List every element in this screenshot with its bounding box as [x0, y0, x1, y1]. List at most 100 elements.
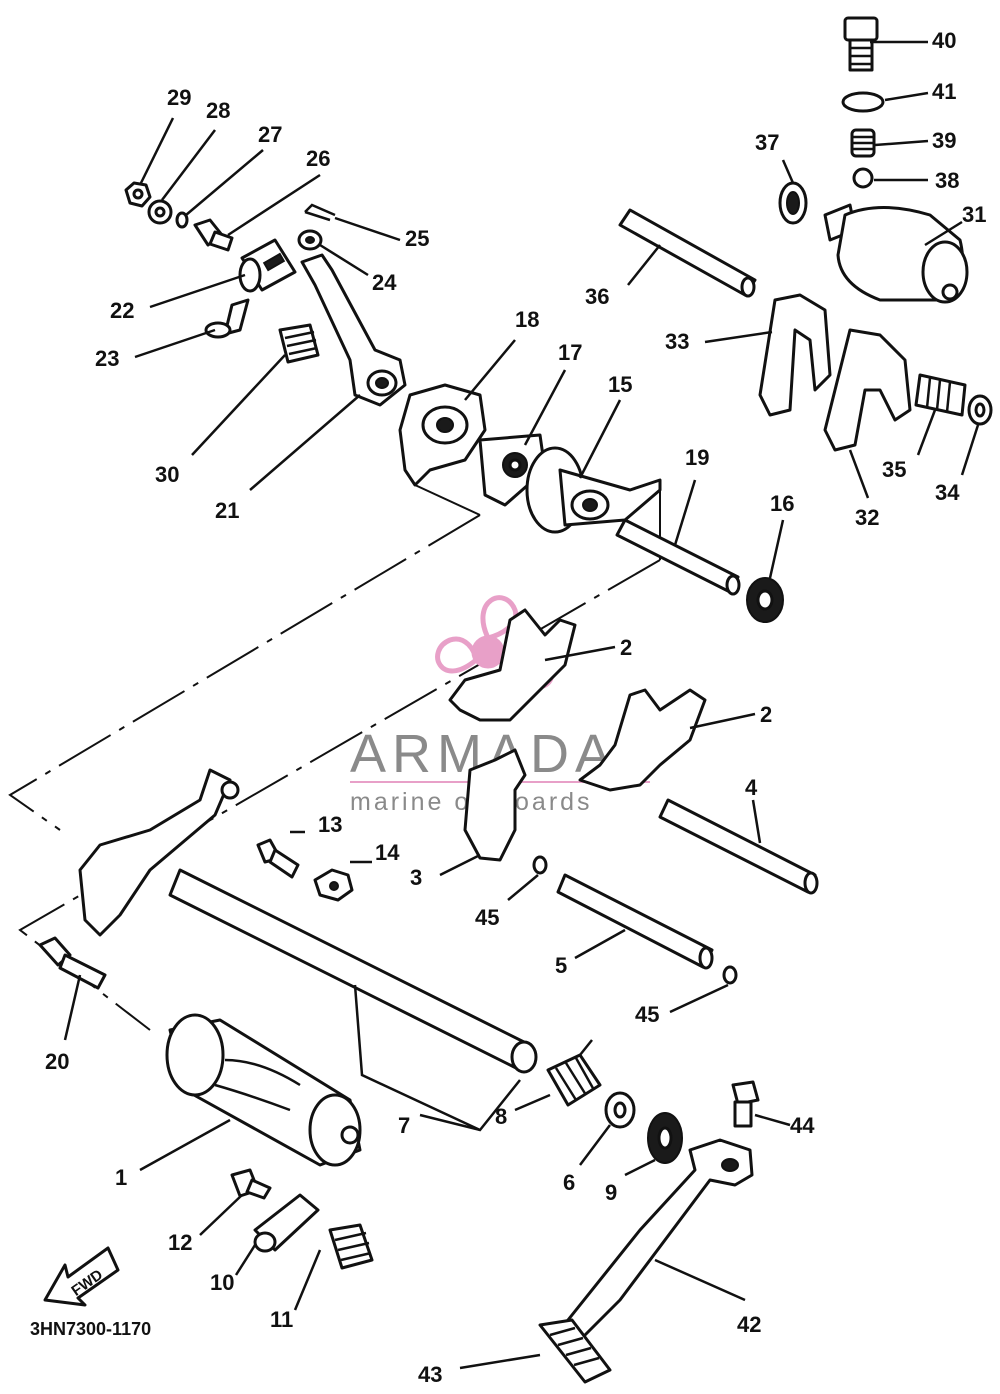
callout-24: 24 — [372, 270, 397, 295]
callout-20: 20 — [45, 1049, 69, 1074]
callout-28: 28 — [206, 98, 230, 123]
part-12-bolt — [230, 1168, 272, 1200]
part-4-shaft — [658, 798, 819, 895]
part-23-pin — [204, 298, 250, 339]
part-44-bolt — [731, 1080, 760, 1128]
callout-7: 7 — [398, 1113, 410, 1138]
callout-labels: 40 41 39 38 37 31 36 33 32 35 34 29 28 2… — [30, 28, 986, 1387]
part-35-spring — [914, 373, 967, 417]
callout-21: 21 — [215, 498, 239, 523]
part-42-shift-pedal — [558, 1138, 754, 1342]
part-27-ring — [175, 211, 189, 229]
part-45-circlip-lower — [722, 965, 738, 985]
callout-13: 13 — [318, 812, 342, 837]
callout-14: 14 — [375, 840, 400, 865]
part-8-spring — [546, 1039, 602, 1107]
part-19-shaft — [615, 518, 741, 596]
part-29-nut — [124, 181, 152, 208]
part-16-washer — [746, 577, 784, 623]
part-31-segment — [823, 203, 969, 304]
callout-17: 17 — [558, 340, 582, 365]
part-37-seal — [778, 181, 808, 225]
callout-31: 31 — [962, 202, 986, 227]
part-3-shift-fork — [463, 748, 527, 862]
callout-16: 16 — [770, 491, 794, 516]
callout-34: 34 — [935, 480, 960, 505]
callout-22: 22 — [110, 298, 134, 323]
part-2-shift-fork-upper — [448, 608, 577, 722]
callout-26: 26 — [306, 146, 330, 171]
callout-3: 3 — [410, 865, 422, 890]
part-28-washer — [147, 199, 173, 225]
callout-32: 32 — [855, 505, 879, 530]
part-39-spring — [850, 128, 876, 158]
callout-10: 10 — [210, 1270, 234, 1295]
callout-39: 39 — [932, 128, 956, 153]
callout-40: 40 — [932, 28, 956, 53]
callout-6: 6 — [563, 1170, 575, 1195]
callout-1: 1 — [115, 1165, 127, 1190]
part-1-shift-drum — [165, 1013, 362, 1167]
part-10-stopper-lever — [253, 1193, 320, 1253]
part-32-shift-fork — [823, 328, 912, 452]
callout-19: 19 — [685, 445, 709, 470]
part-24-washer — [297, 229, 323, 251]
parts: FWD — [38, 16, 993, 1384]
part-15-shift-guide — [525, 446, 662, 534]
part-38-ball — [852, 167, 874, 189]
assembly-guide-lines — [8, 484, 661, 1031]
part-21-shift-lever — [300, 253, 407, 407]
part-2-shift-fork-lower — [578, 688, 707, 792]
leader-lines — [63, 40, 980, 1370]
callout-30: 30 — [155, 462, 179, 487]
callout-35: 35 — [882, 457, 906, 482]
part-30-spring — [278, 323, 320, 364]
part-43-pedal-rubber — [538, 1318, 612, 1384]
callout-41: 41 — [932, 79, 956, 104]
callout-9: 9 — [605, 1180, 617, 1205]
part-7-shift-shaft — [78, 768, 538, 1074]
part-14-stopper — [313, 868, 354, 902]
fwd-arrow-icon: FWD — [43, 1246, 120, 1307]
callout-18: 18 — [515, 307, 539, 332]
part-6-washer — [604, 1091, 636, 1129]
part-41-washer — [841, 91, 885, 113]
callout-36: 36 — [585, 284, 609, 309]
part-40-bolt — [843, 16, 879, 72]
callout-11: 11 — [270, 1307, 293, 1332]
part-34-washer — [967, 394, 993, 426]
part-18-stopper-plate — [398, 383, 487, 487]
part-45-circlip-upper — [532, 855, 548, 875]
part-33-shift-fork — [758, 293, 832, 417]
callout-45-lower: 45 — [635, 1002, 659, 1027]
callout-4: 4 — [745, 775, 758, 800]
part-5-shaft — [556, 873, 714, 970]
callout-45-upper: 45 — [475, 905, 499, 930]
callout-8: 8 — [495, 1104, 507, 1129]
part-13-bolt — [256, 838, 300, 879]
callout-42: 42 — [737, 1312, 761, 1337]
part-20-bolt — [38, 936, 107, 990]
part-22-joint — [238, 238, 297, 293]
callout-25: 25 — [405, 226, 429, 251]
callout-27: 27 — [258, 122, 282, 147]
callout-38: 38 — [935, 168, 959, 193]
callout-29: 29 — [167, 85, 191, 110]
drawing-code: 3HN7300-1170 — [30, 1319, 151, 1339]
callout-15: 15 — [608, 372, 632, 397]
part-26-bolt — [193, 218, 234, 252]
callout-33: 33 — [665, 329, 689, 354]
callout-2-lower: 2 — [760, 702, 772, 727]
callout-2-upper: 2 — [620, 635, 632, 660]
callout-5: 5 — [555, 953, 567, 978]
callout-43: 43 — [418, 1362, 442, 1387]
callout-23: 23 — [95, 346, 119, 371]
part-11-spring — [328, 1223, 374, 1270]
callout-37: 37 — [755, 130, 779, 155]
callout-44: 44 — [790, 1113, 815, 1138]
part-36-shaft — [618, 208, 757, 298]
part-9-oil-seal — [647, 1112, 683, 1164]
callout-12: 12 — [168, 1230, 192, 1255]
part-25-cotter-pin — [304, 203, 336, 222]
